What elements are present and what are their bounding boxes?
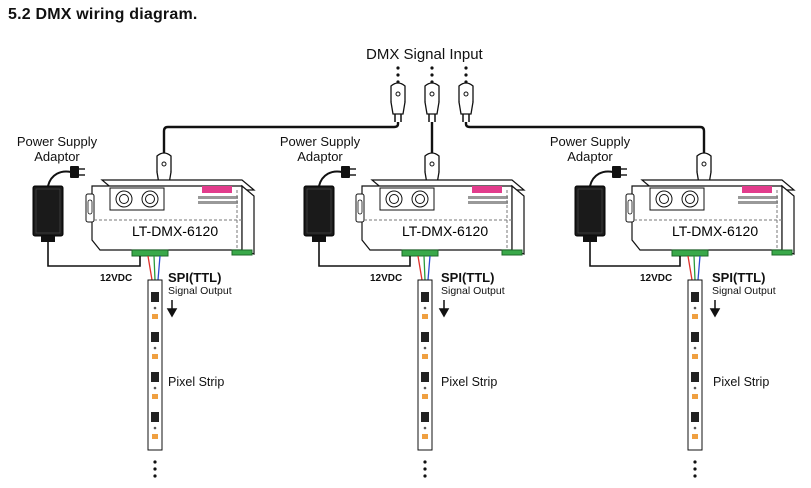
controller-unit-3: LT-DMX-6120 <box>625 179 795 257</box>
psu-label-line2: Adaptor <box>297 149 343 164</box>
power-supply-icon-3 <box>574 165 628 243</box>
spi-title-2: SPI(TTL) <box>441 270 495 285</box>
pixel-strip-2 <box>417 279 433 451</box>
spi-title-1: SPI(TTL) <box>168 270 222 285</box>
psu-label-line2: Adaptor <box>567 149 613 164</box>
model-label-1: LT-DMX-6120 <box>132 223 218 239</box>
psu-label-3: Power Supply Adaptor <box>530 134 650 164</box>
power-supply-icon-2 <box>303 165 357 243</box>
psu-label-line1: Power Supply <box>16 134 98 149</box>
psu-label-line1: Power Supply <box>279 134 361 149</box>
pixel-strip-label-2: Pixel Strip <box>441 375 498 389</box>
page-heading: 5.2 DMX wiring diagram. <box>8 6 198 23</box>
controller-unit-2: LT-DMX-6120 <box>355 179 525 257</box>
spi-output-wires <box>147 255 701 281</box>
controller-unit-1: LT-DMX-6120 <box>85 179 255 257</box>
voltage-label-3: 12VDC <box>640 273 673 284</box>
model-label-2: LT-DMX-6120 <box>402 223 488 239</box>
model-label-3: LT-DMX-6120 <box>672 223 758 239</box>
dc-cables <box>47 242 681 267</box>
voltage-label-2: 12VDC <box>370 273 403 284</box>
pixel-strip-label-3: Pixel Strip <box>713 375 770 389</box>
signal-output-label-1: Signal Output <box>168 285 232 297</box>
psu-label-line2: Adaptor <box>34 149 80 164</box>
pixel-strip-1 <box>147 279 163 451</box>
power-supply-icon-1 <box>32 165 86 243</box>
down-arrow-icons <box>166 300 721 318</box>
xlr-plug-icons <box>390 82 474 123</box>
voltage-label-1: 12VDC <box>100 273 133 284</box>
psu-label-1: Power Supply Adaptor <box>0 134 117 164</box>
signal-output-label-2: Signal Output <box>441 285 505 297</box>
dmx-input-dots <box>396 66 468 84</box>
psu-label-line1: Power Supply <box>549 134 631 149</box>
signal-output-label-3: Signal Output <box>712 285 776 297</box>
spi-title-3: SPI(TTL) <box>712 270 766 285</box>
pixel-strip-label-1: Pixel Strip <box>168 375 225 389</box>
pixel-strip-3 <box>687 279 703 451</box>
dmx-signal-input-label: DMX Signal Input <box>366 46 483 63</box>
psu-label-2: Power Supply Adaptor <box>260 134 380 164</box>
strip-continuation-dots <box>153 460 697 478</box>
